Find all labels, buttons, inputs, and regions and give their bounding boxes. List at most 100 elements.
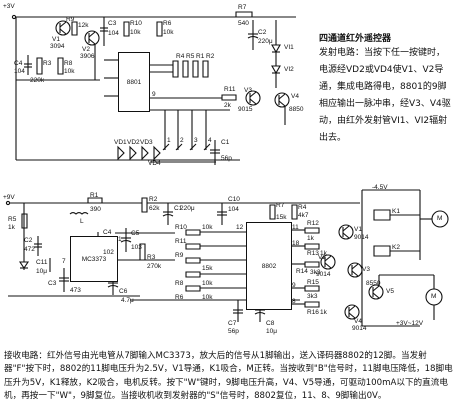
tx-c2-label: C2 — [258, 29, 267, 36]
rx-r16-value: 1k — [320, 309, 327, 316]
tx-r10-label: R10 — [130, 20, 142, 27]
tx-r2-label: R2 — [206, 53, 215, 60]
tx-c1-value: 56p — [221, 155, 232, 162]
tx-r3-value: 220k — [30, 77, 45, 84]
rx-r7-label: R7 — [276, 202, 285, 209]
tx-vi1-label: VI1 — [284, 44, 294, 51]
rx-c6-label: C6 — [119, 288, 128, 295]
rx-v1-type: 9014 — [354, 234, 369, 241]
tx-vd4-label: VD4 — [148, 160, 161, 167]
tx-r9-value: 12k — [78, 22, 89, 29]
rx-m2-label: M — [431, 293, 437, 300]
rx-r12-label: R12 — [307, 220, 319, 227]
rx-pin-11: 11 — [292, 224, 299, 231]
rx-c11-label: C11 — [36, 259, 48, 266]
rx-m1-label: M — [437, 215, 443, 222]
tx-c4-value: 104 — [14, 68, 25, 75]
tx-v1-label: V1 — [52, 36, 60, 43]
rx-r2-value: 62k — [149, 205, 160, 212]
rx-r2-label: R2 — [149, 196, 158, 203]
tx-r6-label: R6 — [163, 20, 172, 27]
rx-c10-value: 104 — [228, 206, 239, 213]
tx-r8-label: R8 — [64, 60, 73, 67]
rx-c1-label: C1 — [174, 205, 183, 212]
rx-pin-12: 12 — [236, 224, 244, 231]
rx-c4-value: 102 — [103, 249, 114, 256]
rx-c1-value: 220μ — [180, 205, 195, 212]
receiver-description: 接收电路：红外信号由光电管从7脚输入MC3373，放大后的信号从1脚输出，送入译… — [4, 351, 453, 402]
tx-key-4-label: 4 — [208, 137, 212, 144]
tx-r11-label: R11 — [224, 86, 236, 93]
rx-c11-value: 10μ — [36, 268, 47, 275]
tx-r9-label: R9 — [66, 16, 75, 23]
tx-r7-value: 540 — [238, 20, 249, 27]
rx-r15-label: R15 — [307, 279, 319, 286]
tx-r3-label: R3 — [43, 60, 52, 67]
tx-c2-value: 220μ — [258, 38, 273, 45]
tx-key-3-label: 3 — [194, 137, 198, 144]
receiver-ic-mc3373: MC3373 — [70, 236, 118, 282]
rx-c3-label: C3 — [48, 280, 57, 287]
rx-r8-label: R8 — [175, 280, 184, 287]
rx-c8-value: 10μ — [266, 328, 277, 335]
transmitter-description: 发射电路：当按下任一按键时，电源经VD2或VD4使V1、V2导通，集成电路得电，… — [319, 48, 451, 143]
rx-r13-label: R13 — [307, 250, 319, 257]
rx-v4-type: 9014 — [352, 325, 367, 332]
tx-supply-label: +3V — [3, 3, 15, 10]
tx-vd1-label: VD1 — [114, 139, 127, 146]
tx-vd2-label: VD2 — [127, 139, 140, 146]
tx-vd3-label: VD3 — [140, 139, 153, 146]
rx-c3-value: 473 — [70, 287, 81, 294]
rx-pin-8: 8 — [292, 298, 296, 305]
rx-r6-label: R6 — [175, 294, 184, 301]
rx-motor1-supply-label: -4.5V — [372, 184, 388, 191]
rx-v3-type: 8550 — [366, 280, 381, 287]
rx-r11-label: R11 — [175, 238, 187, 245]
tx-r11-value: 2k — [224, 102, 231, 109]
rx-r3-value: 270k — [147, 263, 162, 270]
rx-c5-value: 103 — [131, 244, 142, 251]
rx-c8-label: C8 — [266, 320, 275, 327]
rx-r5-value: 1k — [8, 224, 15, 231]
rx-v2-label: V2 — [318, 254, 326, 261]
tx-r6-value: 10k — [163, 29, 174, 36]
rx-v4-label: V4 — [354, 318, 362, 325]
rx-r15-value: 3k3 — [307, 293, 318, 300]
tx-vi2-label: VI2 — [284, 66, 294, 73]
rx-v5-label: V5 — [386, 288, 394, 295]
rx-r4-label: R4 — [298, 204, 307, 211]
tx-v4-label: V4 — [291, 93, 299, 100]
transmitter-title: 四通道红外遥控器 — [319, 34, 392, 44]
rx-v1-label: V1 — [354, 226, 362, 233]
tx-v2-type: 3906 — [80, 53, 95, 60]
rx-r10-label: R10 — [175, 224, 187, 231]
rx-r14-label: R14 — [296, 268, 308, 275]
rx-r13-value: 1k — [320, 250, 327, 257]
rx-r16-label: R16 — [307, 309, 319, 316]
rx-c4-label: C4 — [103, 229, 112, 236]
rx-v2-type: 9014 — [316, 271, 331, 278]
rx-r10-value: 10k — [202, 224, 213, 231]
rx-r1-label: R1 — [90, 192, 99, 199]
rx-k2-label: K2 — [392, 244, 400, 251]
rx-r5-label: R5 — [8, 216, 17, 223]
rx-c7-label: C7 — [228, 320, 237, 327]
rx-c6-value: 4.7μ — [121, 297, 134, 304]
tx-r7-label: R7 — [238, 4, 247, 11]
rx-c2-value: 472 — [24, 246, 35, 253]
rx-v3-label: V3 — [362, 266, 370, 273]
tx-key-2-label: 2 — [180, 137, 184, 144]
rx-c2-label: C2 — [24, 237, 33, 244]
tx-r10-value: 10k — [130, 29, 141, 36]
rx-motor2-supply-label: +3V~12V — [396, 320, 424, 327]
rx-r8-value: 10k — [202, 280, 213, 287]
tx-c4-label: C4 — [14, 60, 23, 67]
rx-c10-label: C10 — [228, 196, 240, 203]
tx-v3-type: 9015 — [238, 106, 253, 113]
rx-r3-label: R3 — [147, 254, 156, 261]
tx-v4-type: 8850 — [289, 106, 304, 113]
tx-pin9-label: 9 — [152, 91, 156, 98]
tx-r1-label: R1 — [196, 53, 205, 60]
tx-key-1-label: 1 — [167, 137, 171, 144]
